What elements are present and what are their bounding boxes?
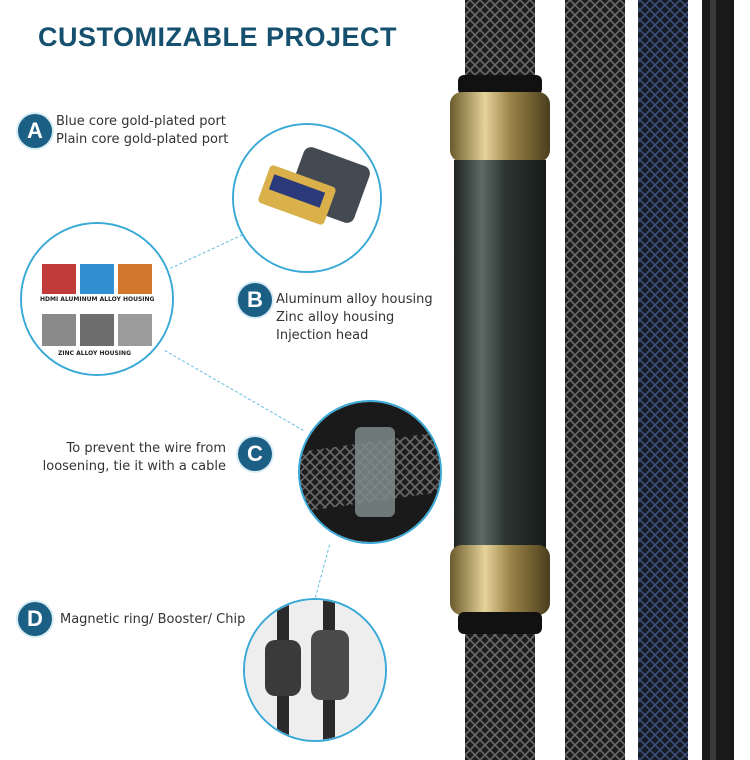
feature-d-label: Magnetic ring/ Booster/ Chip bbox=[60, 612, 246, 627]
hdmi-port-image bbox=[232, 123, 382, 273]
housing-catalog-image: HDMI ALUMINUM ALLOY HOUSING ZINC ALLOY H… bbox=[20, 222, 174, 376]
catalog-caption-bottom: ZINC ALLOY HOUSING bbox=[58, 350, 131, 357]
feature-a-label: Blue core gold-plated port Plain core go… bbox=[56, 114, 229, 147]
catalog-caption-top: HDMI ALUMINUM ALLOY HOUSING bbox=[40, 296, 155, 303]
cable-tie-image bbox=[298, 400, 442, 544]
connector-line bbox=[170, 229, 252, 269]
feature-b-label: Aluminum alloy housing Zinc alloy housin… bbox=[276, 292, 433, 343]
page-title: CUSTOMIZABLE PROJECT bbox=[38, 22, 398, 52]
badge-a: A bbox=[18, 114, 52, 148]
connector-line bbox=[164, 350, 304, 431]
cable-illustration bbox=[450, 0, 734, 760]
feature-c-label: To prevent the wire from loosening, tie … bbox=[42, 441, 226, 474]
badge-d: D bbox=[18, 602, 52, 636]
badge-c: C bbox=[238, 437, 272, 471]
magnetic-ring-image bbox=[243, 598, 387, 742]
badge-b: B bbox=[238, 283, 272, 317]
